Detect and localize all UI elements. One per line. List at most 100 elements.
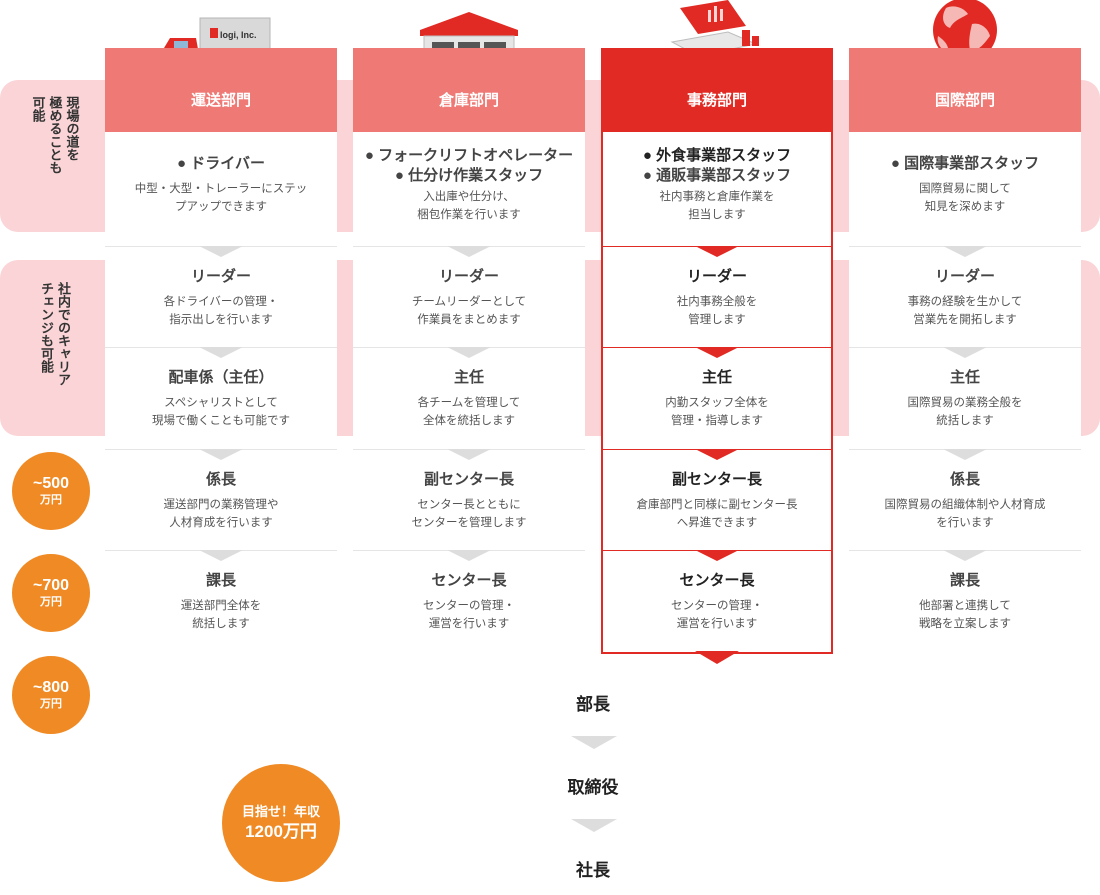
desc-line: 梱包作業を行います xyxy=(417,209,521,221)
step-title: リーダー xyxy=(190,268,251,285)
desc-line: 国際貿易に関して xyxy=(919,183,1011,195)
entry-position: ドライバー 中型・大型・トレーラーにステッ プアップできます xyxy=(105,132,337,247)
desc-line: へ昇進できます xyxy=(676,517,758,529)
desc-line: 管理します xyxy=(688,314,746,326)
desc-line: 指示出しを行います xyxy=(169,314,273,326)
step-title: 配車係（主任） xyxy=(168,369,274,386)
department-column-international: 国際部門 国際事業部スタッフ 国際貿易に関して 知見を深めます リーダー 事務の… xyxy=(849,48,1081,652)
career-step: センター長 センターの管理・ 運営を行います xyxy=(603,550,831,652)
goal-caption: 目指せ！年収 xyxy=(241,804,320,819)
step-arrow-icon xyxy=(695,449,739,460)
entry-position: 国際事業部スタッフ 国際貿易に関して 知見を深めます xyxy=(849,132,1081,247)
entry-description: 入出庫や仕分け、 梱包作業を行います xyxy=(353,188,585,224)
step-description: 内勤スタッフ全体を 管理・指導します xyxy=(603,394,831,430)
desc-line: 担当します xyxy=(688,209,746,221)
career-step: 主任 内勤スタッフ全体を 管理・指導します xyxy=(603,347,831,450)
step-title: 副センター長 xyxy=(671,471,762,488)
step-arrow-icon xyxy=(571,736,617,749)
executive-rank: 部長 xyxy=(576,695,610,714)
department-column-transport: 運送部門 ドライバー 中型・大型・トレーラーにステッ プアップできます リーダー… xyxy=(105,48,337,652)
desc-line: センターを管理します xyxy=(411,517,527,529)
career-step: 配車係（主任） スペシャリストとして 現場で働くことも可能です xyxy=(105,347,337,450)
desc-line: 営業先を開拓します xyxy=(913,314,1017,326)
salary-amount: ~500 xyxy=(32,475,70,492)
department-header: 倉庫部門 xyxy=(353,48,585,132)
entry-position: フォークリフトオペレーター 仕分け作業スタッフ 入出庫や仕分け、 梱包作業を行い… xyxy=(353,132,585,247)
desc-line: 各ドライバーの管理・ xyxy=(163,296,279,308)
department-column-warehouse: 倉庫部門 フォークリフトオペレーター 仕分け作業スタッフ 入出庫や仕分け、 梱包… xyxy=(353,48,585,652)
career-step: センター長 センターの管理・ 運営を行います xyxy=(353,550,585,652)
step-description: 国際貿易の業務全般を 統括します xyxy=(849,394,1081,430)
entry-description: 社内事務と倉庫作業を 担当します xyxy=(603,188,831,224)
career-step: 主任 各チームを管理して 全体を統括します xyxy=(353,347,585,450)
desc-line: 内勤スタッフ全体を xyxy=(665,397,769,409)
step-title: リーダー xyxy=(934,268,995,285)
entry-position: 外食事業部スタッフ 通販事業部スタッフ 社内事務と倉庫作業を 担当します xyxy=(603,132,831,247)
department-header: 運送部門 xyxy=(105,48,337,132)
step-title: センター長 xyxy=(679,572,755,589)
step-arrow-icon xyxy=(943,347,987,358)
department-header: 国際部門 xyxy=(849,48,1081,132)
desc-line: 知見を深めます xyxy=(924,201,1006,213)
desc-line: 社内事務と倉庫作業を xyxy=(659,191,775,203)
desc-line: 統括します xyxy=(936,415,994,427)
career-step: 副センター長 センター長とともに センターを管理します xyxy=(353,449,585,551)
desc-line: スペシャリストとして xyxy=(164,397,278,409)
step-description: センターの管理・ 運営を行います xyxy=(603,597,831,633)
desc-line: 社内事務全般を xyxy=(676,296,758,308)
step-arrow-icon xyxy=(199,550,243,561)
career-path-highlighted: 外食事業部スタッフ 通販事業部スタッフ 社内事務と倉庫作業を 担当します リーダ… xyxy=(601,132,833,654)
desc-line: 全体を統括します xyxy=(423,415,515,427)
entry-role: 国際事業部スタッフ xyxy=(849,154,1081,174)
step-arrow-icon xyxy=(695,246,739,257)
desc-line: 事務の経験を生かして xyxy=(907,296,1023,308)
desc-line: センターの管理・ xyxy=(423,600,515,612)
office-to-executive-arrow-icon xyxy=(695,651,739,664)
salary-badge: ~700 万円 xyxy=(12,554,90,632)
step-arrow-icon xyxy=(695,347,739,358)
goal-amount: 1200万円 xyxy=(245,822,317,841)
step-title: 副センター長 xyxy=(423,471,514,488)
salary-amount: ~700 xyxy=(32,577,70,594)
side-label-line: 現場の道を xyxy=(64,96,80,161)
desc-line: 中型・大型・トレーラーにステッ xyxy=(134,183,308,195)
step-arrow-icon xyxy=(199,449,243,460)
side-label-line: チェンジも可能 xyxy=(39,282,54,373)
career-step: 課長 他部署と連携して 戦略を立案します xyxy=(849,550,1081,652)
entry-role: ドライバー xyxy=(105,154,337,174)
desc-line: 管理・指導します xyxy=(671,415,763,427)
desc-line: センター長とともに xyxy=(417,499,521,511)
step-title: リーダー xyxy=(686,268,747,285)
desc-line: 倉庫部門と同様に副センター長 xyxy=(636,499,798,511)
step-arrow-icon xyxy=(447,550,491,561)
step-arrow-icon xyxy=(447,246,491,257)
step-description: 倉庫部門と同様に副センター長 へ昇進できます xyxy=(603,496,831,532)
desc-line: センターの管理・ xyxy=(671,600,763,612)
step-title: 主任 xyxy=(701,369,732,386)
department-column-office: 事務部門 外食事業部スタッフ 通販事業部スタッフ 社内事務と倉庫作業を 担当しま… xyxy=(601,48,833,654)
step-arrow-icon xyxy=(571,819,617,832)
step-arrow-icon xyxy=(447,449,491,460)
salary-badge: ~500 万円 xyxy=(12,452,90,530)
desc-line: 運送部門の業務管理や xyxy=(163,499,279,511)
side-label-line: 可能 xyxy=(30,96,46,122)
salary-unit: 万円 xyxy=(40,494,62,506)
step-description: 各チームを管理して 全体を統括します xyxy=(353,394,585,430)
salary-unit: 万円 xyxy=(40,596,62,608)
career-step: 主任 国際貿易の業務全般を 統括します xyxy=(849,347,1081,450)
desc-line: 作業員をまとめます xyxy=(417,314,521,326)
career-step: 係長 国際貿易の組織体制や人材育成 を行います xyxy=(849,449,1081,551)
entry-description: 国際貿易に関して 知見を深めます xyxy=(849,180,1081,216)
step-description: センター長とともに センターを管理します xyxy=(353,496,585,532)
desc-line: 統括します xyxy=(192,618,250,630)
step-title: 課長 xyxy=(205,572,236,589)
step-description: センターの管理・ 運営を行います xyxy=(353,597,585,633)
step-arrow-icon xyxy=(943,550,987,561)
career-step: リーダー 事務の経験を生かして 営業先を開拓します xyxy=(849,246,1081,348)
step-description: 運送部門の業務管理や 人材育成を行います xyxy=(105,496,337,532)
side-label-field-path: 現場の道を 極めることも 可能 xyxy=(16,96,94,216)
career-step: 副センター長 倉庫部門と同様に副センター長 へ昇進できます xyxy=(603,449,831,551)
step-title: 課長 xyxy=(949,572,980,589)
step-title: 主任 xyxy=(453,369,484,386)
career-step: リーダー 各ドライバーの管理・ 指示出しを行います xyxy=(105,246,337,348)
